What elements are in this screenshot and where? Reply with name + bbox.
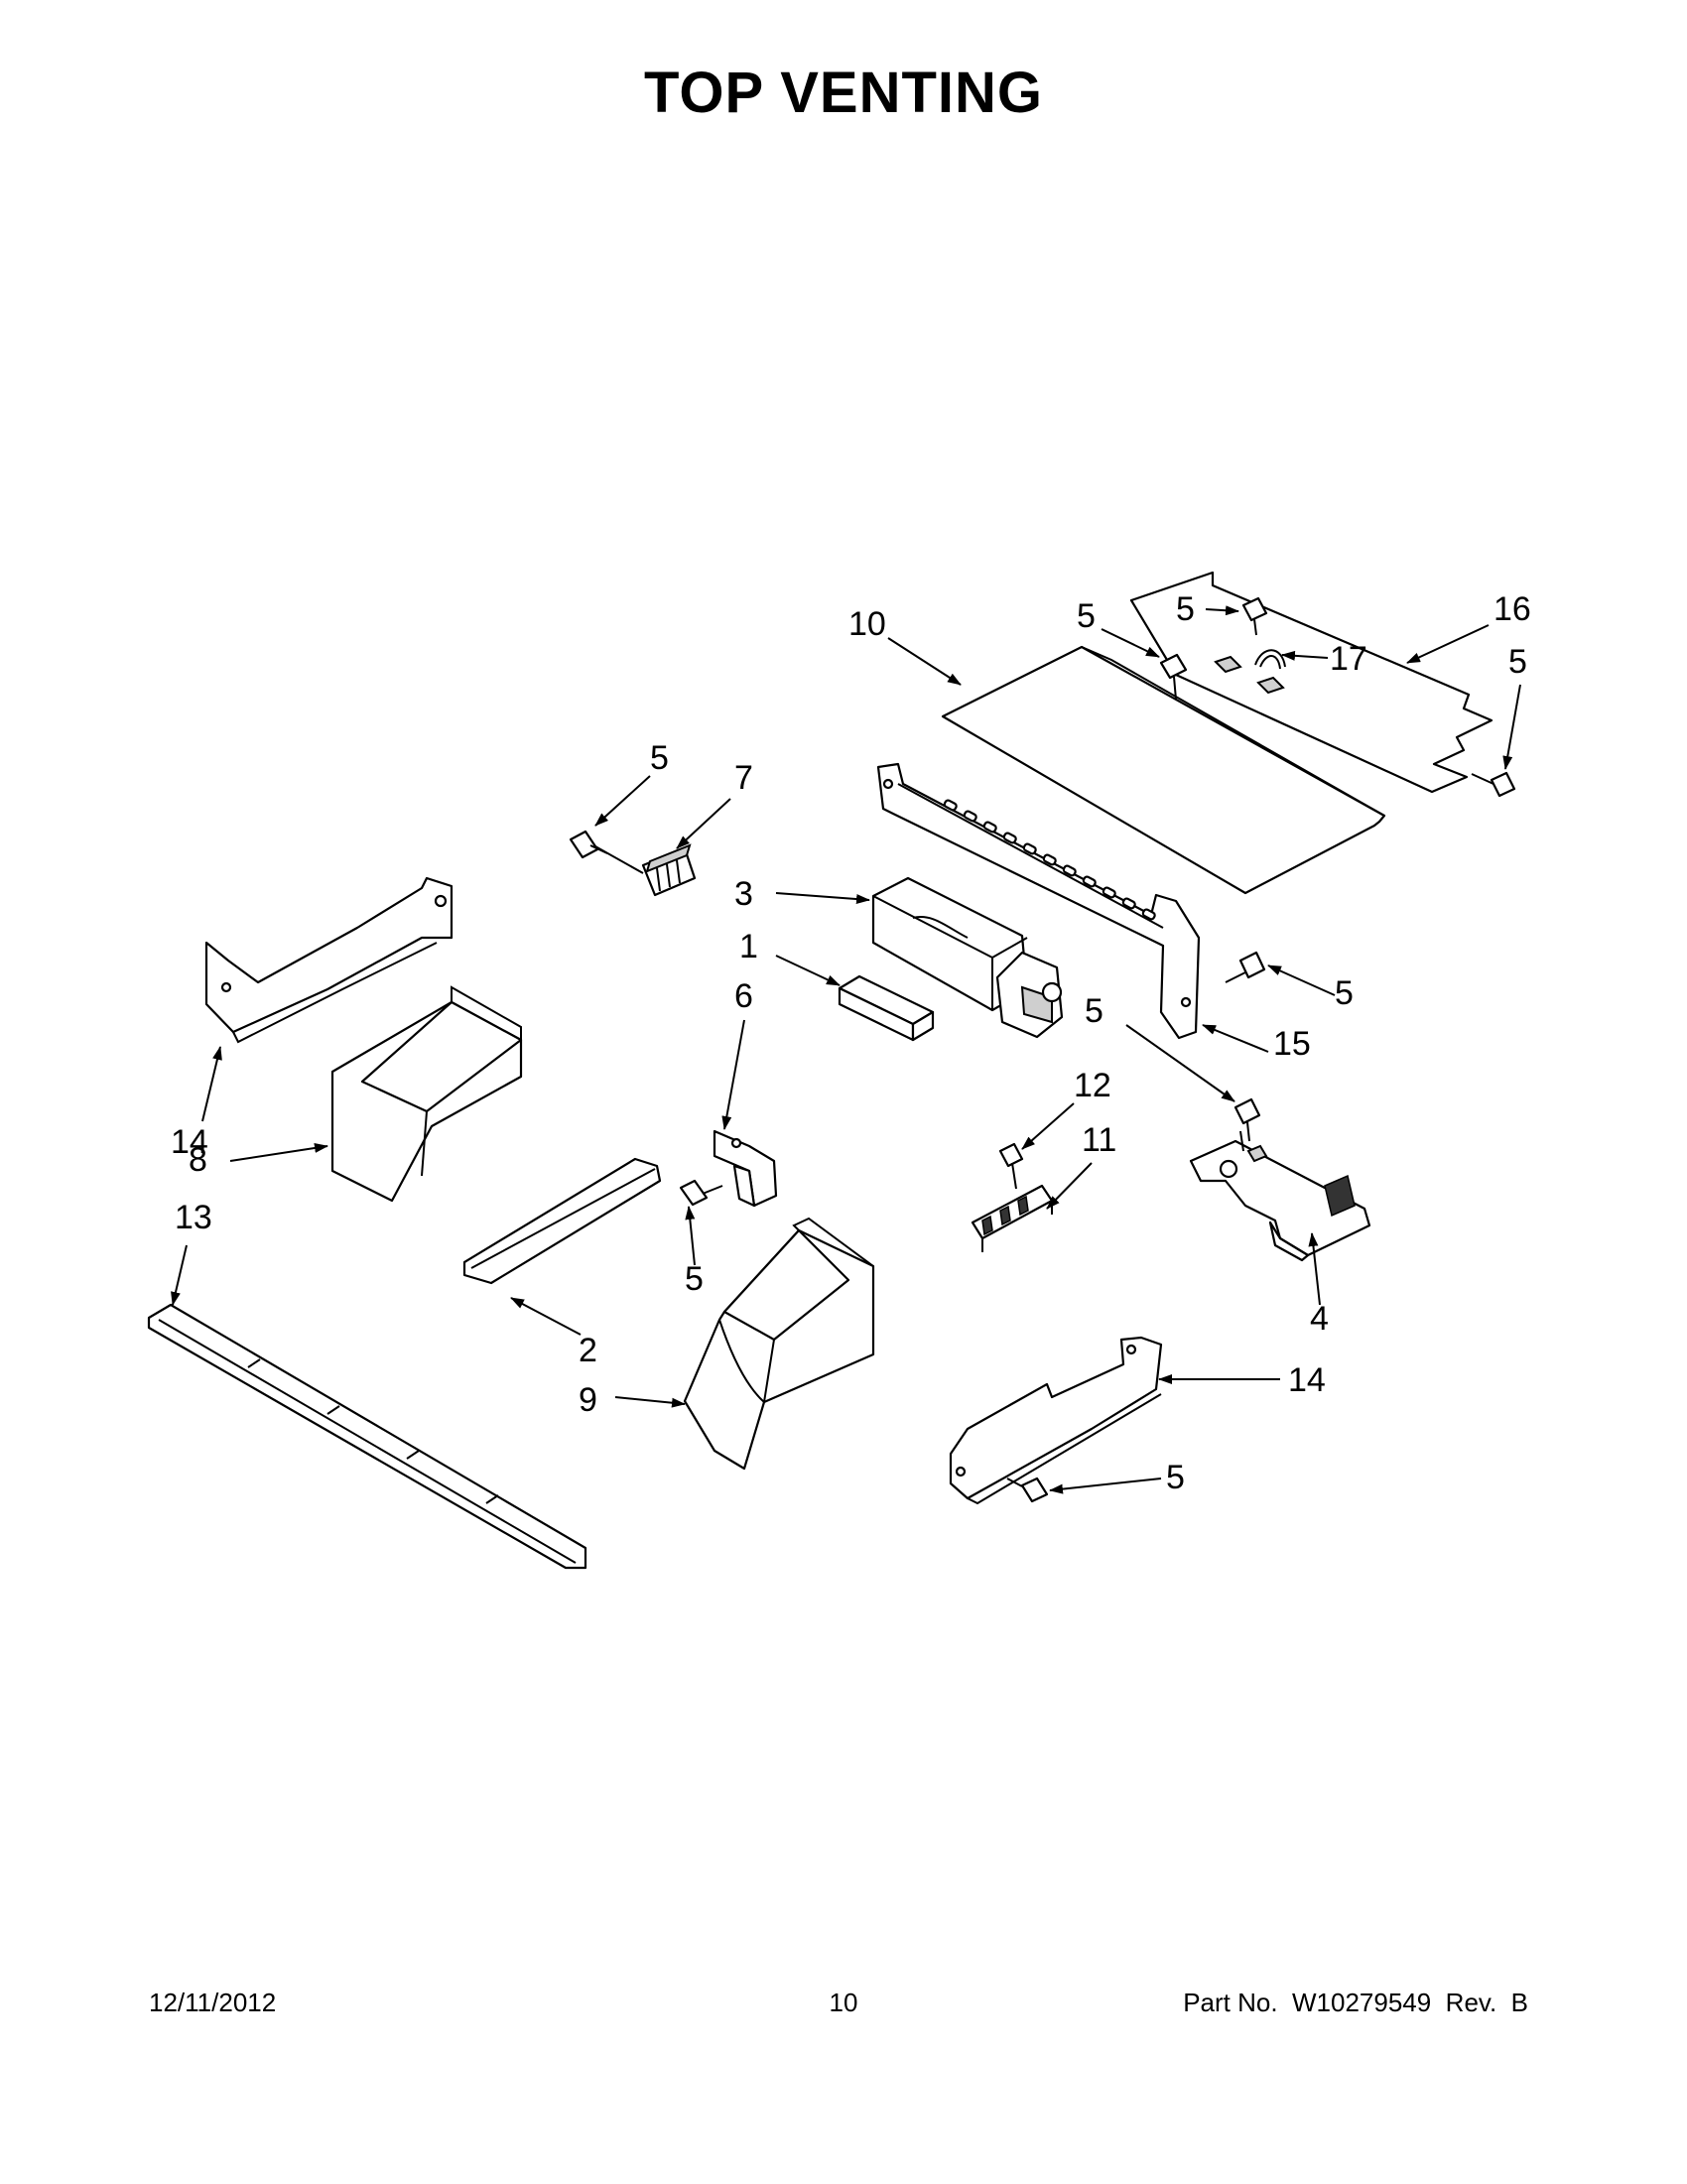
screw-5-right-edge: [1471, 771, 1516, 798]
callout-6: 6: [734, 977, 753, 1015]
part-14-left-bracket: [204, 876, 454, 1044]
part-10-panel: [941, 645, 1386, 895]
callout-10: 10: [848, 605, 886, 643]
callout-7: 7: [734, 759, 753, 797]
screw-5-near-4: [1233, 1097, 1261, 1142]
part-9-lower-duct: [683, 1217, 875, 1471]
callout-2: 2: [579, 1332, 597, 1369]
callout-3: 3: [734, 875, 753, 913]
screw-5-top-center: [1159, 653, 1188, 701]
callout-5: 5: [1508, 643, 1527, 681]
callout-5: 5: [685, 1260, 704, 1298]
part-17-clip: [1254, 649, 1286, 670]
callout-8: 8: [189, 1141, 207, 1179]
callout-16: 16: [1493, 590, 1531, 628]
part-14-right-bracket: [949, 1336, 1163, 1505]
part-11-terminal-strip: [971, 1184, 1054, 1252]
part-8-duct: [330, 985, 523, 1203]
screw-5-near-15: [1225, 951, 1266, 983]
part-2-bar: [462, 1157, 662, 1285]
callout-15: 15: [1273, 1025, 1311, 1063]
callout-labels: 10 5 5 16 17 5 5 7 3 1 6 5 15 5 12 11 14…: [171, 590, 1531, 1496]
screw-5-bottom-right: [1006, 1477, 1049, 1503]
callout-14: 14: [1288, 1361, 1326, 1399]
callout-9: 9: [579, 1381, 597, 1419]
callout-11: 11: [1082, 1121, 1116, 1159]
callout-5: 5: [1085, 992, 1103, 1030]
part-1-block: [838, 974, 935, 1042]
screw-5-top-right: [1241, 596, 1268, 636]
page-title: TOP VENTING: [643, 61, 1044, 125]
part-7-terminal-block: [594, 843, 697, 897]
callout-17: 17: [1330, 640, 1367, 678]
callout-5: 5: [650, 739, 669, 777]
part-6-bracket: [713, 1129, 778, 1208]
screw-5-near-2: [679, 1179, 723, 1207]
footer-date: 12/11/2012: [149, 1988, 277, 2017]
callout-1: 1: [739, 928, 758, 965]
footer-page-number: 10: [829, 1988, 858, 2017]
screw-5-near-7: [569, 830, 608, 859]
part-15-bracket: [876, 762, 1201, 1040]
part-4-board: [1189, 1130, 1371, 1262]
callout-5: 5: [1166, 1459, 1185, 1496]
callout-4: 4: [1310, 1300, 1329, 1338]
callout-5: 5: [1335, 974, 1354, 1012]
part-16-vent-cover: [1129, 571, 1493, 794]
footer-part-number: Part No. W10279549 Rev. B: [1183, 1988, 1528, 2017]
callout-5: 5: [1077, 597, 1096, 635]
part-13-rail: [147, 1303, 587, 1570]
callout-12: 12: [1074, 1067, 1111, 1104]
callout-5: 5: [1176, 590, 1195, 628]
callout-13: 13: [175, 1199, 212, 1236]
part-3-vent-motor: [871, 876, 1064, 1039]
part-12-screw: [998, 1142, 1024, 1190]
leader-arrows: [171, 605, 1521, 1494]
callout-14: 14: [171, 1123, 208, 1161]
